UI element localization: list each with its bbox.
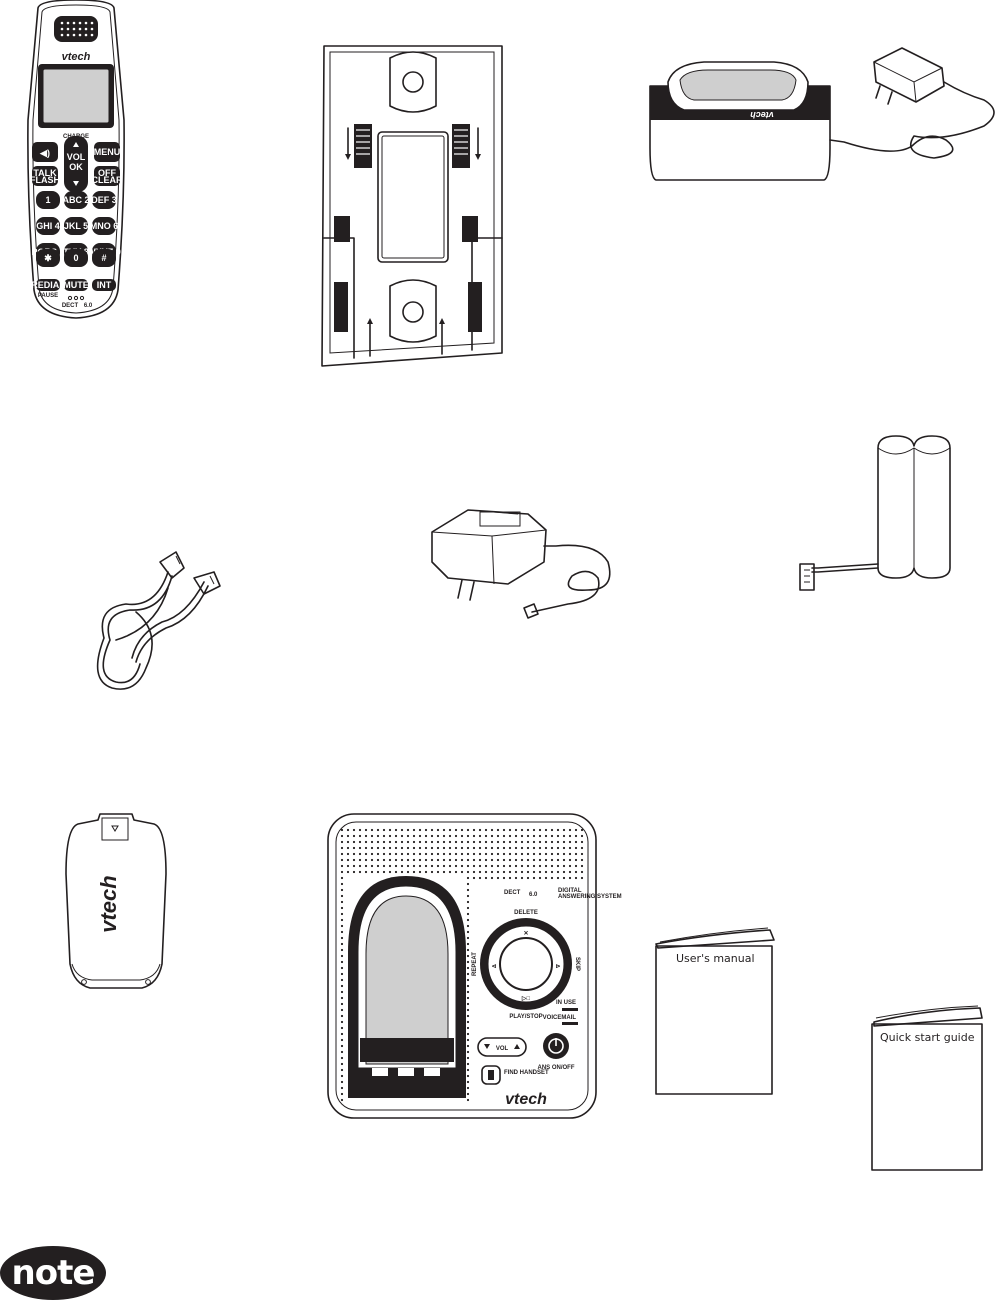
delete-x-icon: ✕	[523, 930, 528, 937]
base-vol-label: VOL	[496, 1046, 509, 1052]
vol-label: VOL	[67, 152, 86, 162]
skip-label: SKIP	[574, 957, 580, 971]
quick-start-guide: Quick start guide	[870, 1005, 986, 1172]
note-label: note	[11, 1253, 96, 1293]
keypad-key	[36, 191, 60, 209]
keypad-key	[64, 217, 88, 235]
charger-brand-logo: vtech	[750, 110, 774, 120]
quick-start-title: Quick start guide	[880, 1031, 975, 1044]
clear-label: CLEAR	[92, 175, 123, 185]
ans-on-off-label: ANS ON/OFF	[538, 1065, 575, 1071]
telephone-line-cord	[76, 548, 236, 698]
keypad-key-label: MNO 6	[90, 221, 119, 231]
digital-label: DIGITAL	[558, 888, 582, 894]
keypad-key	[64, 249, 88, 267]
handset-dect-version: 6.0	[84, 303, 93, 309]
answering-system-label: ANSWERING SYSTEM	[558, 894, 622, 900]
play-stop-label: PLAY/STOP	[509, 1014, 542, 1020]
repeat-label: REPEAT	[472, 952, 478, 976]
repeat-arrow-icon: ⊲	[491, 964, 496, 970]
keypad-key-label: DEF 3	[91, 195, 117, 205]
keypad-key-label: #	[101, 253, 106, 263]
menu-key: MENU	[94, 147, 121, 157]
flash-label: FLASH	[30, 175, 60, 185]
mute-key: MUTE	[63, 280, 89, 290]
handset-illustration: vtech CHARGE ◀) MENU OK VOL TALK FLASH O…	[24, 0, 128, 320]
battery-pack	[790, 432, 958, 602]
redial-key: REDIAL	[31, 280, 65, 290]
intercom-key: INT	[97, 280, 112, 290]
pause-label: PAUSE	[38, 293, 58, 299]
voicemail-label: VOICEMAIL	[543, 1015, 577, 1021]
keypad-key-label: JKL 5	[64, 221, 88, 231]
keypad-key-label: ✱	[44, 253, 52, 263]
keypad-key	[92, 249, 116, 267]
keypad-key-label: ABC 2	[62, 195, 89, 205]
skip-arrow-icon: ⊳	[555, 964, 560, 970]
delete-label: DELETE	[514, 910, 538, 916]
handset-brand-logo: vtech	[62, 51, 91, 63]
handset-dect-label: DECT	[62, 303, 79, 309]
keypad-key	[36, 217, 60, 235]
in-use-label: IN USE	[556, 1000, 576, 1006]
keypad-key-label: GHI 4	[36, 221, 60, 231]
ok-key: OK	[69, 162, 83, 172]
speaker-key: ◀)	[39, 148, 50, 158]
users-manual-title: User's manual	[676, 952, 755, 965]
find-handset-label: FIND HANDSET	[504, 1070, 549, 1076]
battery-cover-brand-logo: vtech	[96, 875, 121, 932]
keypad-key	[64, 191, 88, 209]
keypad-key-label: 1	[45, 195, 50, 205]
telephone-base: DECT 6.0 DIGITAL ANSWERING SYSTEM DELETE…	[326, 812, 622, 1120]
wall-mount-bracket	[318, 38, 508, 368]
keypad-key-label: 0	[73, 253, 78, 263]
base-dect-version: 6.0	[529, 892, 538, 898]
battery-cover: vtech	[62, 813, 170, 992]
base-brand-logo: vtech	[505, 1091, 547, 1108]
handset-charger: vtech	[644, 42, 1006, 192]
talk-key: TALK	[33, 168, 57, 178]
ac-power-adapter	[428, 500, 618, 626]
keypad-key	[92, 191, 116, 209]
note-badge: note	[0, 1246, 108, 1300]
base-dect-label: DECT	[504, 890, 521, 896]
off-key: OFF	[98, 168, 116, 178]
keypad-key	[36, 249, 60, 267]
keypad-key	[92, 217, 116, 235]
users-manual: User's manual	[654, 927, 776, 1096]
play-stop-icon: ▷□	[521, 995, 531, 1002]
